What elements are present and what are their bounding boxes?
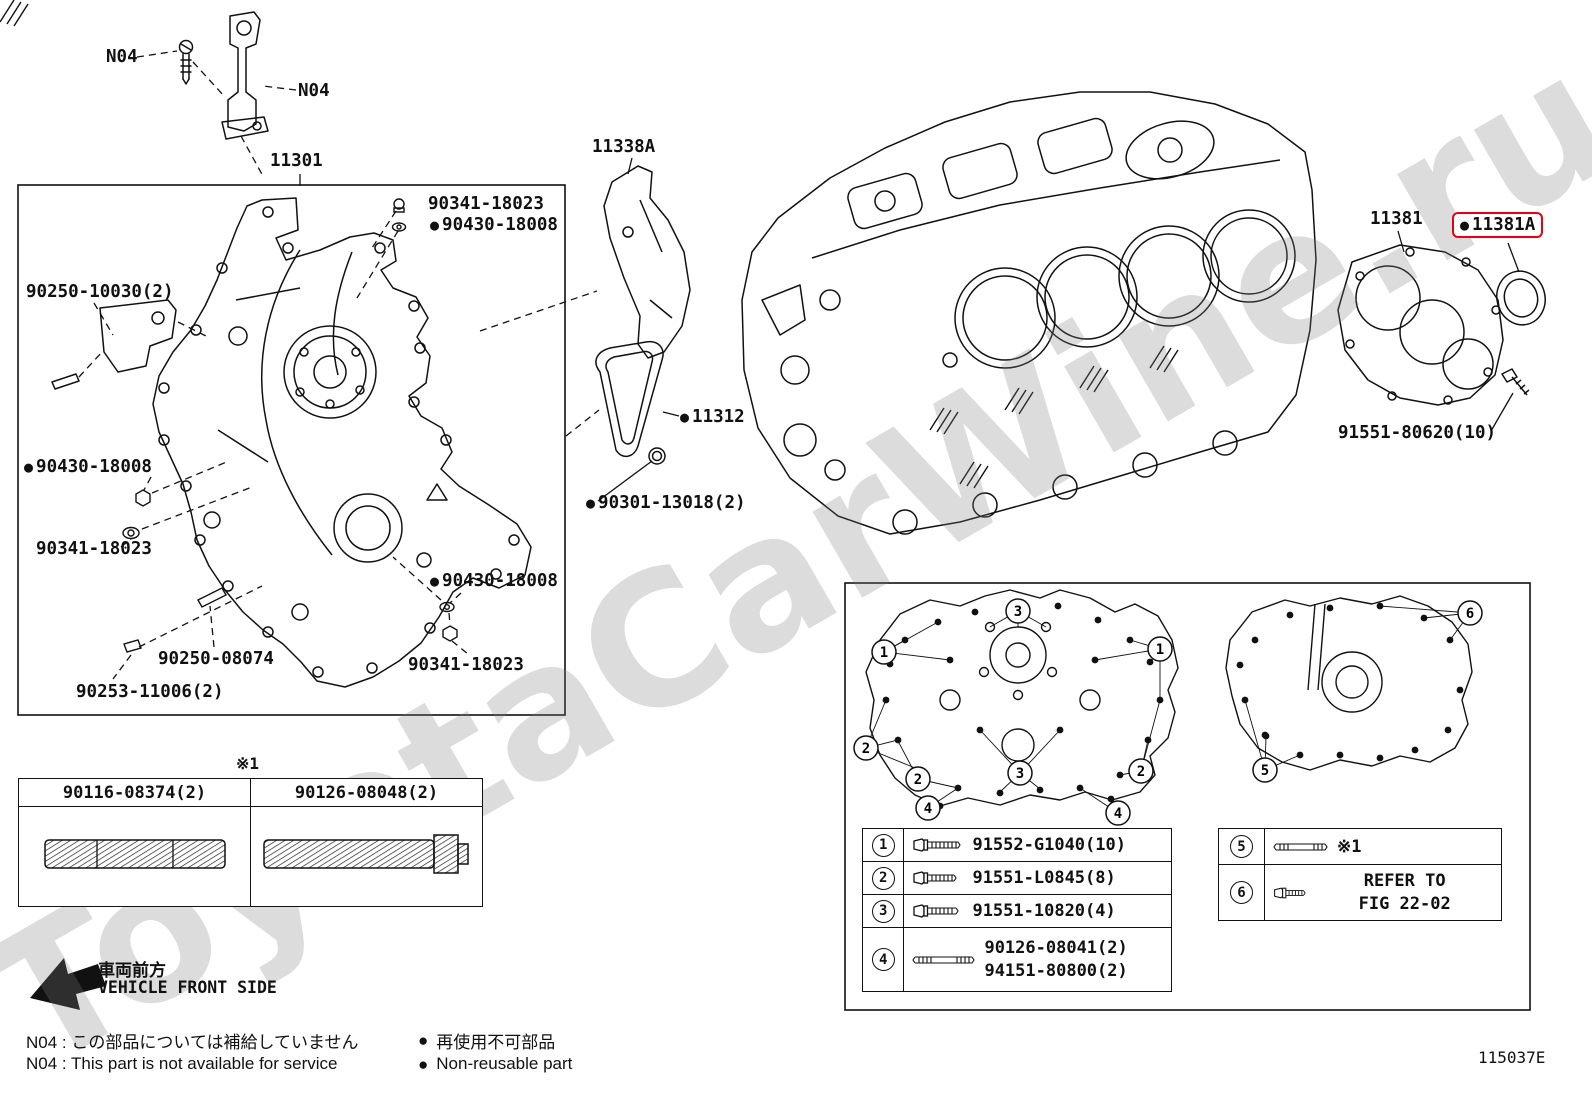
callout-part-cell[interactable]: 91551-10820(4) [903, 894, 1172, 928]
part-label-90341-bottom[interactable]: 90341-18023 [408, 655, 524, 675]
part-label-90250-08074[interactable]: 90250-08074 [158, 649, 274, 669]
callout-bolt-table-left: 1 91552-G1040(10) 2 [861, 828, 1172, 992]
timing-cover-drawing [51, 197, 532, 688]
dashed-leader-lines [78, 50, 600, 680]
part-label-90253-11006[interactable]: 90253-11006(2) [76, 682, 224, 702]
part-label-90341-left[interactable]: 90341-18023 [36, 539, 152, 559]
part-label-90341-top[interactable]: 90341-18023 [428, 194, 544, 214]
stud-drawing-cell-1 [18, 806, 251, 907]
callout-num-cell: 5 [1218, 828, 1265, 865]
svg-text:1: 1 [880, 645, 888, 661]
callout-bubbles: 1 1 2 2 2 3 3 4 4 6 5 [853, 598, 1483, 826]
non-reusable-dot: ● [1460, 215, 1470, 234]
timing-cover-box [17, 184, 566, 716]
part-label-11381A-highlighted[interactable]: ●11381A [1452, 212, 1544, 238]
stud-bolt-drawing-1 [43, 839, 226, 869]
n04-note-en: N04 : This part is not available for ser… [26, 1054, 338, 1073]
svg-text:2: 2 [862, 741, 870, 757]
callout-panel-box [844, 582, 1531, 1011]
part-label-11301[interactable]: 11301 [270, 151, 323, 171]
stud-bolt-drawing-2 [262, 834, 469, 874]
engine-block-drawing [0, 0, 1317, 535]
callout-num-cell: 4 [861, 927, 905, 992]
n04-bracket-drawing [178, 11, 269, 140]
non-reusable-dot: ● [680, 408, 690, 427]
callout-number-1: 1 [871, 833, 895, 857]
svg-text:1: 1 [1156, 642, 1164, 658]
svg-text:3: 3 [1014, 604, 1022, 620]
callout-number-2: 2 [871, 866, 895, 890]
part-label-11312[interactable]: ●11312 [680, 407, 745, 427]
small-fastener-icons [122, 198, 458, 653]
n04-note-jp: N04 : この部品については補給していません [26, 1033, 359, 1052]
nonreusable-legend-jp: ●再使用不可部品 [418, 1031, 556, 1052]
callout-num-cell: 6 [1218, 864, 1265, 921]
callout-part-cell[interactable]: 91551-L0845(8) [903, 861, 1172, 895]
vehicle-front-label-jp: 車両前方 [98, 961, 166, 980]
svg-text:6: 6 [1466, 606, 1474, 622]
part-label-90250-10030[interactable]: 90250-10030(2) [26, 282, 174, 302]
callout-num-cell: 2 [861, 861, 905, 895]
part-label-90430-left[interactable]: ●90430-18008 [24, 457, 152, 477]
part-label-n04-a[interactable]: N04 [106, 47, 138, 67]
svg-text:3: 3 [1016, 766, 1024, 782]
callout-part-cell[interactable]: REFER TO FIG 22-02 [1264, 864, 1502, 921]
stud-col1-header[interactable]: 90116-08374(2) [18, 778, 251, 807]
non-reusable-dot: ● [418, 1031, 429, 1050]
part-label-11381[interactable]: 11381 [1370, 209, 1423, 229]
callout-part-cell[interactable]: ※1 [1264, 828, 1502, 865]
part-label-n04-b[interactable]: N04 [298, 81, 330, 101]
rear-plate-drawing [1337, 244, 1546, 406]
non-reusable-dot: ● [430, 216, 440, 235]
vehicle-front-label-en: VEHICLE FRONT SIDE [98, 978, 277, 997]
callout-num-cell: 1 [861, 828, 905, 862]
svg-text:5: 5 [1261, 763, 1269, 779]
figure-code: 115037E [1478, 1048, 1546, 1067]
solid-leader-lines [299, 157, 1520, 502]
part-label-90301-13018[interactable]: ●90301-13018(2) [586, 493, 746, 513]
svg-text:2: 2 [914, 772, 922, 788]
callout-num-cell: 3 [861, 894, 905, 928]
vehicle-front-arrow [30, 958, 106, 1010]
callout-drawing-rear [1225, 595, 1473, 771]
stud-icon [1273, 842, 1328, 851]
stud-drawing-cell-2 [250, 806, 483, 907]
callout-part-cell[interactable]: 90126-08041(2) 94151-80800(2) [903, 927, 1172, 992]
part-label-11338A[interactable]: 11338A [592, 137, 656, 157]
part-label-90430-top[interactable]: ●90430-18008 [430, 215, 558, 235]
callout-part-cell[interactable]: 91552-G1040(10) [903, 828, 1172, 862]
bolt-icon [1274, 887, 1306, 898]
callout-number-5: 5 [1230, 835, 1253, 858]
svg-text:4: 4 [924, 801, 932, 817]
stud-reference-table: 90116-08374(2) 90126-08048(2) [18, 778, 483, 907]
part-label-91551-80620[interactable]: 91551-80620(10) [1338, 423, 1497, 443]
bolt-icon [913, 871, 958, 885]
strip-gasket-drawing [603, 165, 691, 359]
callout-number-3: 3 [871, 899, 895, 923]
stud-table-ref-mark: ※1 [236, 754, 260, 773]
non-reusable-dot: ● [418, 1054, 429, 1074]
svg-text:4: 4 [1114, 806, 1122, 822]
oil-pump-gasket-drawing [595, 340, 666, 465]
stud-col2-header[interactable]: 90126-08048(2) [250, 778, 483, 807]
bolt-icon [913, 838, 962, 852]
bolt-icon [913, 904, 960, 918]
callout-bolt-table-right: 5 ※1 6 [1218, 828, 1502, 921]
svg-text:2: 2 [1137, 764, 1145, 780]
stud-icon [912, 955, 976, 964]
nonreusable-legend-en: ●Non-reusable part [418, 1054, 573, 1074]
non-reusable-dot: ● [24, 458, 34, 477]
non-reusable-dot: ● [586, 494, 596, 513]
non-reusable-dot: ● [430, 572, 440, 591]
bolt-position-dots [882, 602, 1164, 810]
callout-number-4: 4 [871, 948, 895, 971]
part-label-90430-bottom[interactable]: ●90430-18008 [430, 571, 558, 591]
callout-number-6: 6 [1230, 881, 1253, 904]
